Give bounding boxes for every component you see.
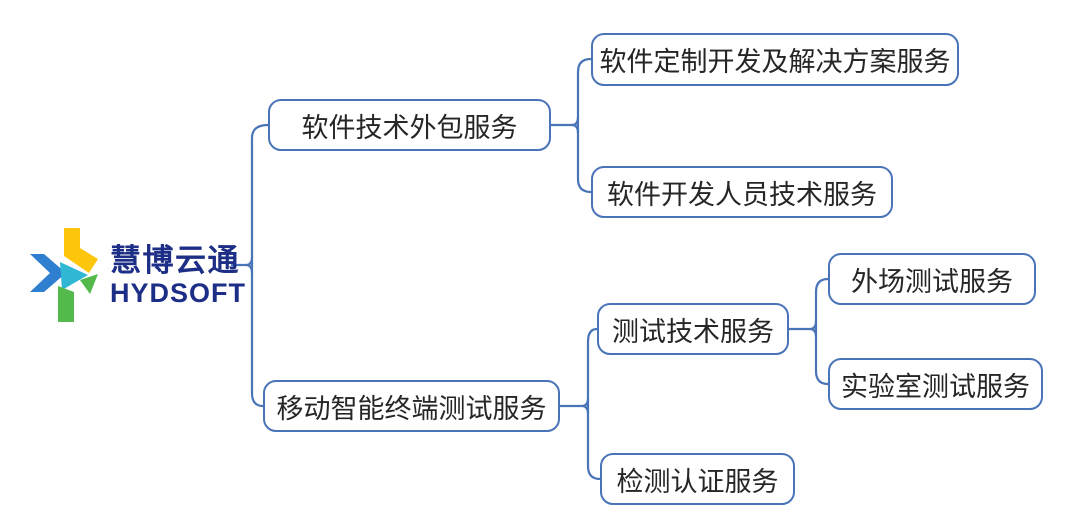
- node-field-testing: 外场测试服务: [828, 253, 1036, 305]
- connector-root-stub: [230, 255, 254, 275]
- connector-software-stub: [549, 115, 580, 135]
- icon-blue-chevron: [30, 254, 66, 292]
- node-testing-tech-services: 测试技术服务: [597, 303, 789, 355]
- icon-green-arrow: [80, 274, 98, 294]
- node-custom-dev-solutions: 软件定制开发及解决方案服务: [591, 33, 959, 86]
- connector-mobile-stub: [558, 396, 590, 416]
- connector-testing-bracket: [814, 277, 830, 386]
- node-lab-testing: 实验室测试服务: [828, 358, 1043, 410]
- icon-green-bar: [58, 286, 74, 322]
- connector-software-bracket: [576, 57, 593, 194]
- node-software-outsourcing: 软件技术外包服务: [268, 99, 551, 151]
- brand-logo: 慧博云通 HYDSOFT: [30, 228, 246, 322]
- brand-name-en: HYDSOFT: [110, 277, 247, 308]
- hydsoft-pinwheel-icon: [30, 228, 98, 322]
- connector-root-bracket: [250, 123, 270, 408]
- node-mobile-terminal-testing: 移动智能终端测试服务: [263, 380, 560, 432]
- icon-teal-triangle: [60, 262, 88, 290]
- brand-wordmark: 慧博云通 HYDSOFT: [110, 243, 246, 307]
- icon-yellow-arm: [64, 228, 98, 273]
- node-dev-staff-services: 软件开发人员技术服务: [591, 166, 893, 218]
- brand-name-cn: 慧博云通: [110, 243, 240, 278]
- connector-testing-stub: [787, 319, 818, 339]
- connector-mobile-bracket: [586, 327, 602, 481]
- node-inspection-certification: 检测认证服务: [600, 453, 795, 505]
